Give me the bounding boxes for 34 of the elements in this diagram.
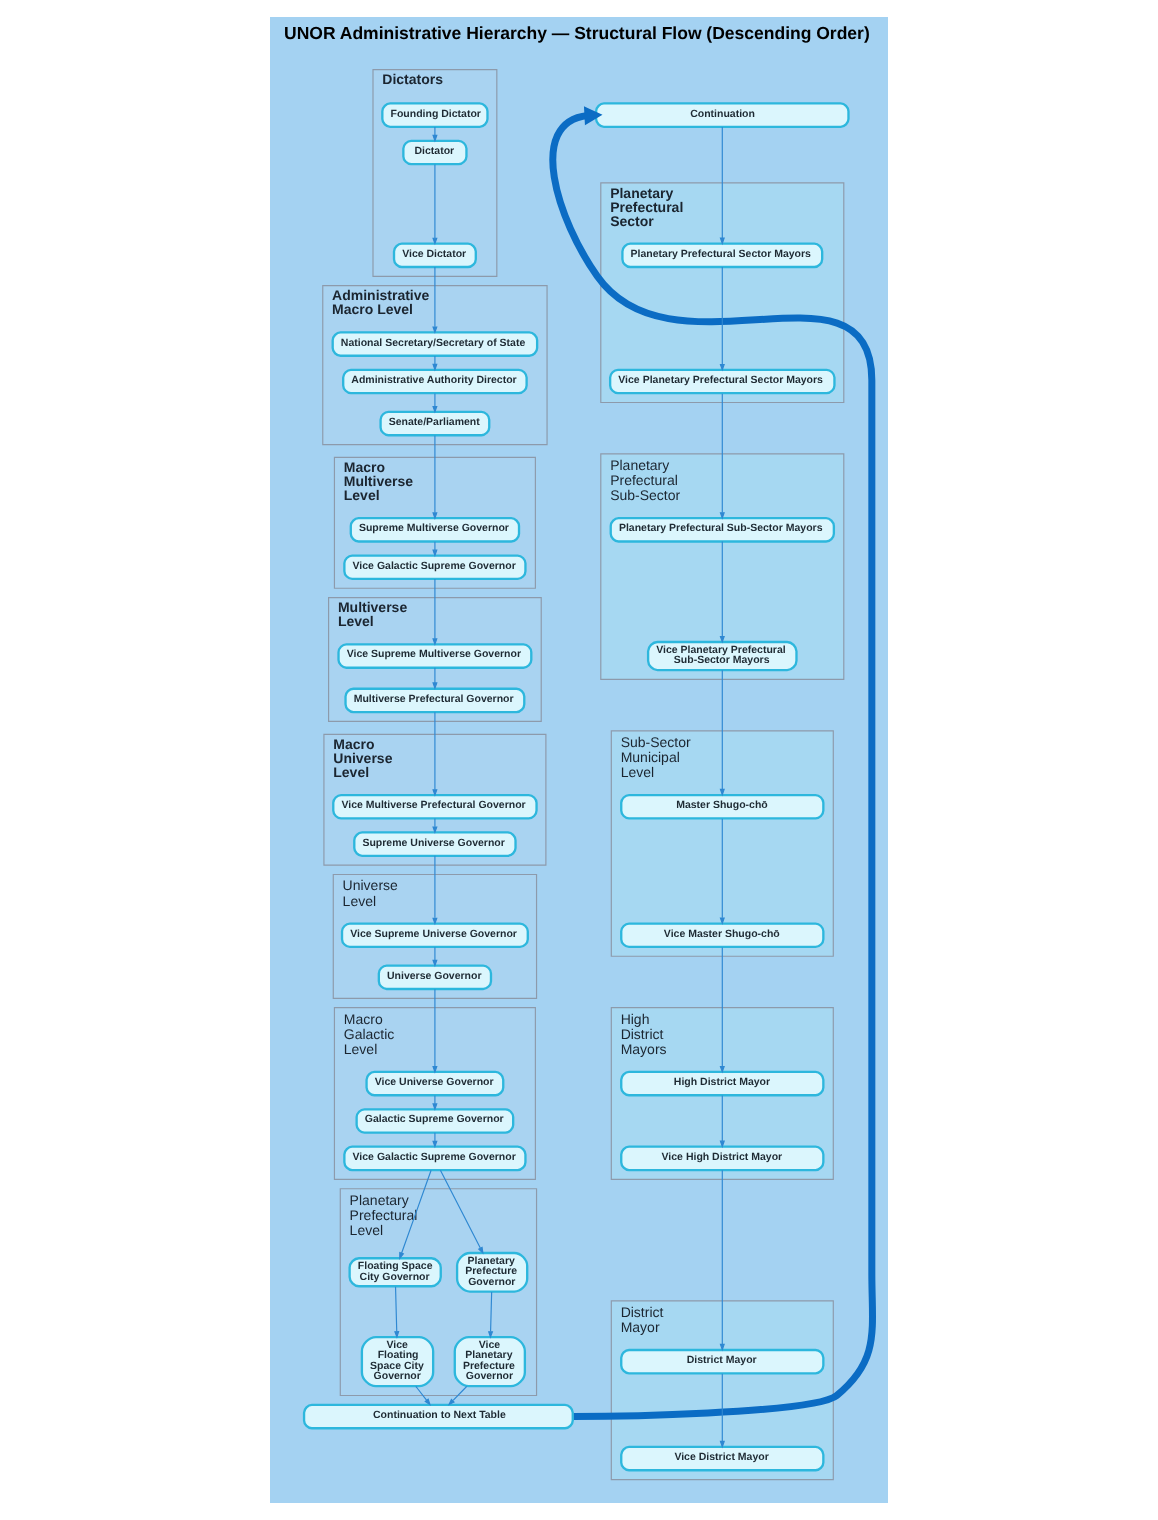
arrow (394, 1286, 400, 1339)
arrow (719, 818, 725, 926)
arrow (719, 669, 725, 797)
arrow (432, 541, 438, 558)
arrow (432, 818, 438, 835)
diagram-title: UNOR Administrative Hierarchy — Structural Flow (Descending Order) (284, 23, 870, 44)
arrow (415, 1385, 432, 1406)
arrow (439, 1169, 484, 1255)
arrow (719, 1373, 725, 1449)
arrow (432, 578, 438, 646)
arrow (432, 855, 438, 926)
arrow (549, 106, 876, 1421)
arrow (432, 667, 438, 690)
arrow (432, 126, 438, 143)
arrow (432, 163, 438, 246)
arrow (719, 393, 725, 520)
arrow (719, 1169, 725, 1352)
arrow (432, 946, 438, 968)
arrow (432, 988, 438, 1074)
arrow (432, 266, 438, 335)
arrow (719, 541, 725, 644)
arrow (432, 1094, 438, 1111)
arrow (432, 355, 438, 372)
arrow (432, 711, 438, 797)
arrow (432, 1132, 438, 1149)
arrow (432, 434, 438, 520)
arrow (399, 1169, 432, 1260)
arrow (719, 126, 725, 246)
arrow (447, 1385, 468, 1406)
arrow (719, 266, 725, 372)
arrow (719, 1094, 725, 1149)
arrow (719, 946, 725, 1074)
arrow (487, 1291, 494, 1339)
arrow (432, 392, 438, 414)
